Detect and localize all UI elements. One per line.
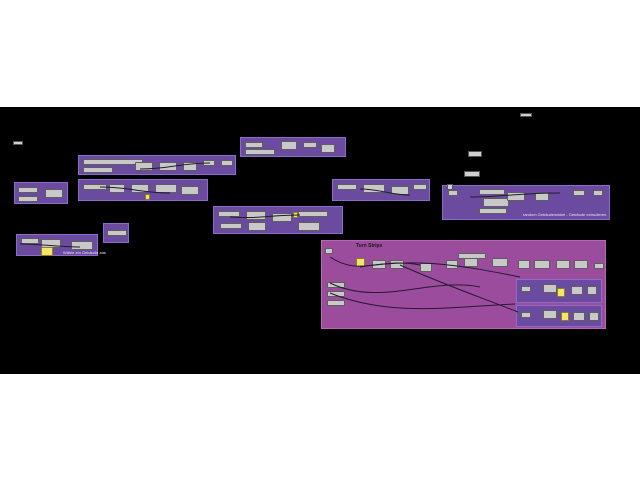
component-node[interactable] bbox=[272, 213, 292, 222]
component-node[interactable] bbox=[543, 310, 557, 319]
node-subgroup[interactable] bbox=[516, 279, 602, 303]
component-node[interactable] bbox=[218, 211, 240, 217]
component-node[interactable] bbox=[107, 230, 127, 236]
component-node[interactable] bbox=[327, 300, 345, 306]
component-node[interactable] bbox=[479, 189, 505, 195]
component-node[interactable] bbox=[303, 142, 317, 148]
component-node[interactable] bbox=[483, 198, 509, 207]
panel-node[interactable] bbox=[145, 194, 150, 200]
floating-node[interactable] bbox=[520, 113, 532, 117]
component-node[interactable] bbox=[245, 142, 263, 148]
grasshopper-canvas[interactable]: Wähle ein Gebäude aus random Gebäudewink… bbox=[0, 107, 640, 374]
wires-layer bbox=[19, 162, 561, 313]
component-node[interactable] bbox=[535, 192, 549, 201]
component-node[interactable] bbox=[298, 211, 328, 217]
component-node[interactable] bbox=[337, 184, 357, 190]
group-note: random Gebäudewinkel - Gebäude extrudier… bbox=[523, 212, 607, 217]
component-node[interactable] bbox=[298, 222, 320, 231]
component-node[interactable] bbox=[589, 312, 599, 321]
component-node[interactable] bbox=[245, 149, 275, 155]
component-node[interactable] bbox=[573, 312, 585, 321]
component-node[interactable] bbox=[479, 208, 507, 214]
component-node[interactable] bbox=[220, 223, 242, 229]
component-node[interactable] bbox=[131, 184, 149, 193]
node-group[interactable] bbox=[213, 206, 343, 234]
component-node[interactable] bbox=[181, 186, 199, 195]
node-group[interactable] bbox=[103, 223, 129, 243]
component-node[interactable] bbox=[327, 291, 345, 297]
floating-node[interactable] bbox=[447, 184, 453, 190]
group-title: Turn Strips bbox=[356, 243, 383, 249]
component-node[interactable] bbox=[246, 211, 266, 220]
group-note: Wähle ein Gebäude aus bbox=[63, 250, 106, 255]
component-node[interactable] bbox=[518, 260, 530, 269]
component-node[interactable] bbox=[83, 167, 113, 173]
component-node[interactable] bbox=[594, 263, 604, 269]
component-node[interactable] bbox=[281, 141, 297, 150]
node-group[interactable] bbox=[332, 179, 430, 201]
canvas-scroll-region[interactable] bbox=[634, 107, 640, 374]
floating-node[interactable] bbox=[13, 141, 23, 145]
component-node[interactable] bbox=[574, 260, 588, 269]
node-group[interactable] bbox=[78, 179, 208, 201]
component-node[interactable] bbox=[135, 162, 153, 171]
component-node[interactable] bbox=[45, 189, 63, 198]
component-node[interactable] bbox=[363, 184, 385, 193]
component-node[interactable] bbox=[587, 286, 597, 295]
component-node[interactable] bbox=[413, 184, 427, 190]
component-node[interactable] bbox=[458, 253, 486, 259]
component-node[interactable] bbox=[521, 286, 531, 292]
component-node[interactable] bbox=[507, 192, 525, 201]
node-subgroup[interactable] bbox=[516, 305, 602, 327]
component-node[interactable] bbox=[18, 187, 38, 193]
node-group[interactable] bbox=[240, 137, 346, 157]
panel-node[interactable] bbox=[41, 247, 53, 256]
component-node[interactable] bbox=[448, 190, 458, 196]
floating-node[interactable] bbox=[468, 151, 482, 157]
component-node[interactable] bbox=[573, 190, 585, 196]
component-node[interactable] bbox=[327, 282, 345, 288]
panel-node[interactable] bbox=[561, 312, 569, 321]
component-node[interactable] bbox=[492, 258, 508, 267]
node-group[interactable]: random Gebäudewinkel - Gebäude extrudier… bbox=[442, 185, 610, 220]
component-node[interactable] bbox=[18, 196, 38, 202]
component-node[interactable] bbox=[71, 241, 93, 250]
component-node[interactable] bbox=[321, 144, 335, 153]
component-node[interactable] bbox=[21, 238, 39, 244]
component-node[interactable] bbox=[221, 160, 233, 166]
component-node[interactable] bbox=[390, 260, 404, 269]
node-group[interactable] bbox=[14, 182, 68, 204]
component-node[interactable] bbox=[556, 260, 570, 269]
floating-node[interactable] bbox=[464, 171, 480, 177]
component-node[interactable] bbox=[183, 162, 197, 171]
component-node[interactable] bbox=[593, 190, 603, 196]
component-node[interactable] bbox=[571, 286, 583, 295]
component-node[interactable] bbox=[325, 248, 333, 254]
component-node[interactable] bbox=[543, 284, 557, 293]
component-node[interactable] bbox=[248, 222, 266, 231]
turn-strips-group[interactable]: Turn Strips bbox=[321, 240, 606, 329]
component-node[interactable] bbox=[521, 312, 531, 318]
component-node[interactable] bbox=[534, 260, 550, 269]
panel-node[interactable] bbox=[557, 288, 565, 297]
node-group[interactable]: Wähle ein Gebäude aus bbox=[16, 234, 106, 256]
